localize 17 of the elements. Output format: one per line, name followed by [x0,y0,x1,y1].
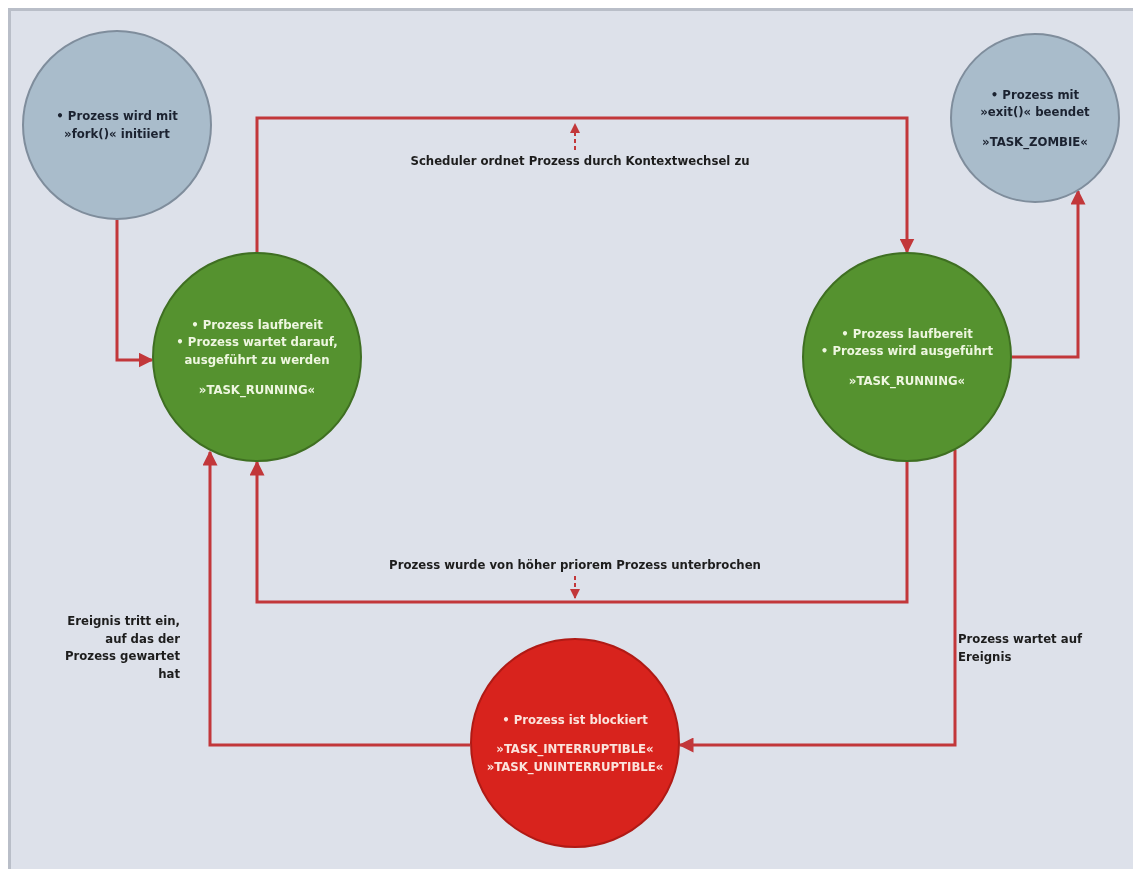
state-description: • Prozess wird mit »fork()« initiiert [55,107,179,143]
transition-arrow [202,450,470,747]
state-description: • Prozess laufbereit [841,324,973,343]
state-name: »TASK_RUNNING« [848,371,966,390]
state-description: • Prozess wird ausgeführt [820,342,994,360]
transition-arrow [249,460,909,604]
transition-arrow [678,450,957,753]
state-description: • Prozess mit »exit()« beendet [979,85,1091,121]
state-name: »TASK_ZOMBIE« [982,132,1088,151]
state-description: • Prozess ist blockiert [502,710,648,729]
transition-arrow [115,220,154,368]
transition-arrow [255,116,915,254]
state-description: • Prozess laufbereit [191,315,323,334]
transition-arrow [1012,189,1086,359]
state-description: • Prozess wartet darauf, ausgeführt zu werden [175,333,339,369]
state-name: »TASK_RUNNING« [198,380,316,399]
state-name: »TASK_INTERRUPTIBLE« »TASK_UNINTERRUPTIBLE« [486,740,664,776]
